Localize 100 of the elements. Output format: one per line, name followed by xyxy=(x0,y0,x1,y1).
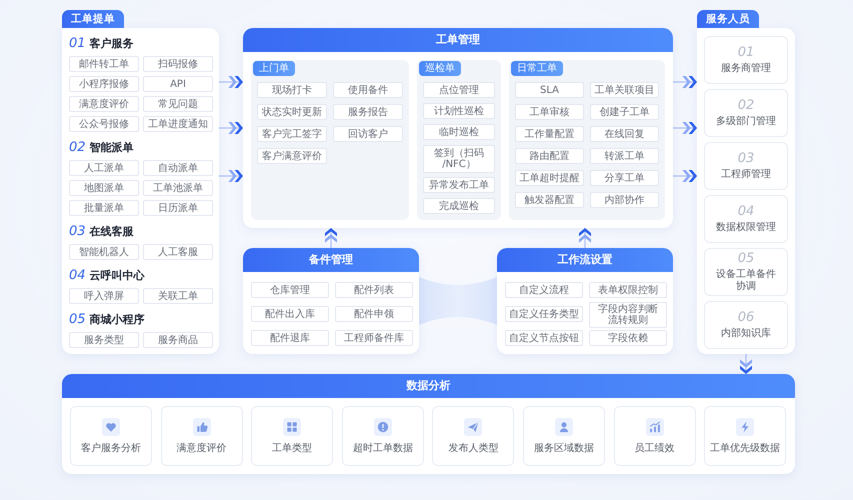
feature-item: 工单关联项目 xyxy=(590,82,659,98)
card-label: 超时工单数据 xyxy=(352,442,413,454)
sub-panel xyxy=(509,60,665,220)
feature-item: 呼入弹屏 xyxy=(69,288,139,304)
feature-item: 人工客服 xyxy=(143,244,213,260)
card-label: 数据权限管理 xyxy=(716,222,776,234)
feature-item: 回访客户 xyxy=(333,126,403,142)
card-label: 客户服务分析 xyxy=(81,442,141,454)
feature-item: 计划性巡检 xyxy=(423,103,495,119)
feature-item: 路由配置 xyxy=(515,148,584,164)
card-number: 04 xyxy=(738,204,754,219)
feature-item: 点位管理 xyxy=(423,82,495,98)
feature-item: 状态实时更新 xyxy=(257,104,327,120)
card-label: 设备工单备件协调 xyxy=(715,269,777,293)
analysis-card xyxy=(70,406,152,466)
feature-item: 字段内容判断流转规则 xyxy=(589,302,667,328)
section-tag: 巡检单 xyxy=(419,61,461,76)
feature-item: 自定义节点按钮 xyxy=(505,330,583,346)
feature-item: 日历派单 xyxy=(143,200,213,216)
section-heading: 01 客户服务 xyxy=(69,36,134,52)
section-heading: 05 商城小程序 xyxy=(69,312,144,328)
card-number: 05 xyxy=(738,251,754,266)
feature-item: 自定义流程 xyxy=(505,282,583,298)
side-panel xyxy=(697,10,795,354)
feature-item: 配件列表 xyxy=(335,282,413,298)
card-label: 服务区域数据 xyxy=(534,442,594,454)
section-tag: 上门单 xyxy=(253,61,295,76)
feature-item: API xyxy=(143,76,213,92)
feature-item: 签到（扫码 /NFC） xyxy=(423,145,495,173)
feature-item: 现场打卡 xyxy=(257,82,327,98)
card-number: 03 xyxy=(738,151,754,166)
feature-item: 客户满意评价 xyxy=(257,148,327,164)
feature-item: 服务类型 xyxy=(69,332,139,348)
feature-item: 创建子工单 xyxy=(590,104,659,120)
feature-item: 扫码报修 xyxy=(143,56,213,72)
section-heading: 04 云呼叫中心 xyxy=(69,268,144,284)
feature-item: 小程序报修 xyxy=(69,76,139,92)
analysis-card xyxy=(160,406,243,466)
feature-item: 工作量配置 xyxy=(515,126,584,142)
connector-band xyxy=(419,277,497,325)
analysis-card xyxy=(342,406,424,466)
card-label: 工程师管理 xyxy=(721,169,771,181)
feature-item: 异常发布工单 xyxy=(423,177,495,193)
card-label: 工单优先级数据 xyxy=(710,442,780,454)
panel-header: 数据分析 xyxy=(62,374,795,398)
feature-item: 配件退库 xyxy=(251,330,329,346)
feature-item: 工单审核 xyxy=(515,104,584,120)
card-label: 服务商管理 xyxy=(721,63,771,75)
feature-item: 字段依赖 xyxy=(589,330,667,346)
feature-item: 配件出入库 xyxy=(251,306,329,322)
module-panel xyxy=(497,248,673,354)
panel-tab: 工单提单 xyxy=(62,10,124,28)
feature-item: 工单池派单 xyxy=(143,180,213,196)
analysis-card xyxy=(251,406,334,466)
feature-item: 表单权限控制 xyxy=(589,282,667,298)
analysis-card xyxy=(614,406,696,466)
feature-item: 人工派单 xyxy=(69,160,139,176)
feature-item: 转派工单 xyxy=(590,148,659,164)
feature-item: 工单超时提醒 xyxy=(515,170,584,186)
feature-item: 常见问题 xyxy=(143,96,213,112)
feature-item: 服务商品 xyxy=(143,332,213,348)
card-label: 发布人类型 xyxy=(448,442,498,454)
module-panel xyxy=(243,248,419,354)
card-number: 06 xyxy=(738,310,754,325)
panel-header: 备件管理 xyxy=(243,248,419,272)
sub-panel xyxy=(417,60,501,220)
side-panel xyxy=(62,10,219,354)
module-panel xyxy=(62,374,795,474)
feature-item: SLA xyxy=(515,82,584,98)
section-tag: 日常工单 xyxy=(511,61,563,76)
analysis-card xyxy=(523,406,605,466)
feature-item: 在线回复 xyxy=(590,126,659,142)
sub-panel xyxy=(251,60,409,220)
feature-item: 地图派单 xyxy=(69,180,139,196)
feature-item: 智能机器人 xyxy=(69,244,139,260)
feature-item: 配件申领 xyxy=(335,306,413,322)
panel-tab: 服务人员 xyxy=(697,10,759,28)
card-label: 工单类型 xyxy=(272,442,312,454)
feature-item: 自动派单 xyxy=(143,160,213,176)
feature-item: 仓库管理 xyxy=(251,282,329,298)
feature-item: 批量派单 xyxy=(69,200,139,216)
feature-item: 分享工单 xyxy=(590,170,659,186)
feature-item: 工单进度通知 xyxy=(143,116,213,132)
feature-item: 关联工单 xyxy=(143,288,213,304)
analysis-card xyxy=(432,406,514,466)
card-number: 01 xyxy=(738,45,754,60)
feature-item: 满意度评价 xyxy=(69,96,139,112)
section-heading: 03 在线客服 xyxy=(69,224,134,240)
card-label: 满意度评价 xyxy=(176,442,227,454)
module-panel xyxy=(243,28,673,228)
panel-header: 工单管理 xyxy=(243,28,673,52)
feature-item: 内部协作 xyxy=(590,192,659,208)
feature-item: 邮件转工单 xyxy=(69,56,139,72)
card-label: 员工绩效 xyxy=(634,442,675,454)
feature-item: 完成巡检 xyxy=(423,198,495,214)
feature-item: 工程师备件库 xyxy=(335,330,413,346)
feature-item: 临时巡检 xyxy=(423,124,495,140)
feature-item: 触发器配置 xyxy=(515,192,584,208)
panel-header: 工作流设置 xyxy=(497,248,673,272)
card-label: 内部知识库 xyxy=(721,328,771,340)
